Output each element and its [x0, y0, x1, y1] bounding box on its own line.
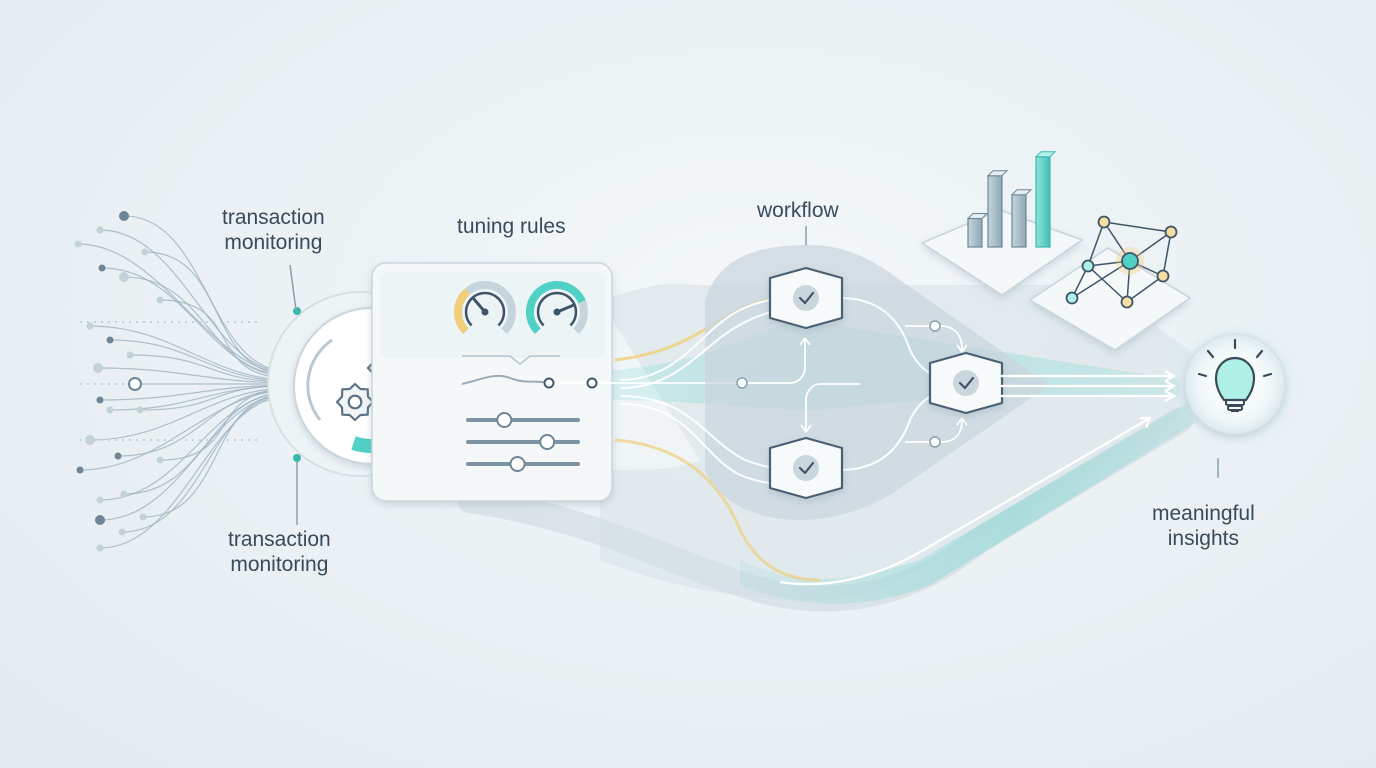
input-node	[126, 351, 134, 359]
chart-bar	[1035, 156, 1051, 248]
tuning-panel	[371, 262, 613, 502]
graph-node	[1156, 269, 1170, 283]
input-node	[96, 496, 104, 504]
network-graph-icon	[1028, 215, 1192, 351]
gear-icon	[335, 382, 375, 422]
input-node	[156, 296, 164, 304]
input-node	[93, 363, 103, 373]
input-node	[76, 466, 84, 474]
input-node	[119, 211, 129, 221]
input-node	[85, 435, 95, 445]
transaction-monitoring-top-label: transaction monitoring	[222, 205, 325, 255]
slider-icon	[466, 412, 580, 472]
hub-node	[128, 377, 142, 391]
input-node	[119, 272, 129, 282]
input-node	[106, 406, 114, 414]
workflow-region	[619, 245, 1050, 520]
input-node	[156, 456, 164, 464]
ring-inner-arc	[306, 338, 333, 421]
input-node	[120, 490, 128, 498]
input-node	[106, 336, 114, 344]
chart-bar	[1011, 194, 1027, 248]
label-line: transaction	[228, 528, 331, 551]
lightbulb-icon	[1180, 330, 1290, 478]
slider-2-knob	[539, 434, 556, 450]
graph-node	[1097, 215, 1111, 229]
check-icon	[768, 266, 844, 330]
label-line: monitoring	[230, 553, 329, 576]
workflow-label: workflow	[757, 198, 839, 223]
graph-node	[1164, 225, 1178, 239]
slider-3-knob	[509, 456, 526, 472]
slider-1-knob	[496, 412, 513, 428]
graph-node	[1120, 295, 1134, 309]
label-line: tuning rules	[457, 215, 566, 238]
graph-node	[1121, 252, 1139, 270]
input-node	[136, 406, 144, 414]
chart-bar	[967, 217, 983, 248]
input-node	[114, 452, 122, 460]
gauge-icon	[454, 281, 516, 334]
input-lines-fan	[74, 211, 279, 552]
input-node	[96, 544, 104, 552]
output-arrows	[779, 370, 1177, 586]
input-node	[96, 396, 104, 404]
label-line: transaction	[222, 206, 325, 229]
chart-bar	[987, 175, 1003, 248]
gauge-icon	[526, 281, 588, 334]
input-node	[74, 240, 82, 248]
check-icon	[928, 351, 1004, 415]
tuning-rules-label: tuning rules	[457, 214, 566, 239]
input-node	[139, 513, 147, 521]
bar-chart-icon	[920, 151, 1084, 296]
input-node	[141, 248, 149, 256]
label-line: workflow	[757, 199, 839, 222]
input-node	[95, 515, 105, 525]
label-line: monitoring	[224, 231, 323, 254]
input-node	[86, 322, 94, 330]
check-icon	[768, 436, 844, 500]
transaction-monitoring-bottom-label: transaction monitoring	[228, 527, 331, 577]
graph-node	[1081, 259, 1095, 273]
input-node	[118, 528, 126, 536]
graph-node	[1065, 291, 1079, 305]
meaningful-insights-label: meaningful insights	[1152, 501, 1255, 551]
input-node	[98, 264, 106, 272]
input-node	[96, 226, 104, 234]
amber-line-lower	[614, 438, 821, 582]
label-line: meaningful	[1152, 502, 1255, 525]
label-line: insights	[1167, 527, 1239, 550]
